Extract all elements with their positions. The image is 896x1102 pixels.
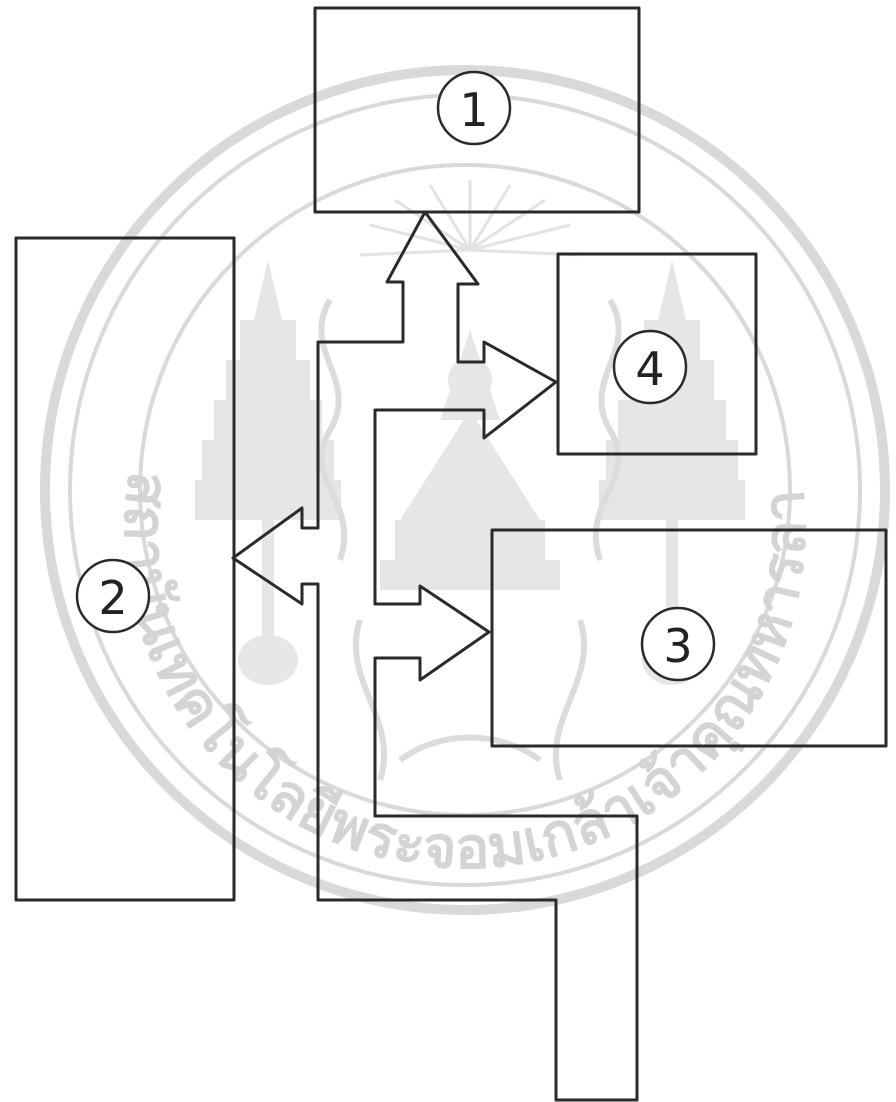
label-3: 3: [642, 608, 714, 680]
label-4-text: 4: [635, 342, 664, 396]
watermark-sun-rays: [360, 180, 580, 255]
label-2-text: 2: [98, 571, 127, 625]
label-1: 1: [438, 72, 510, 144]
label-4: 4: [614, 331, 686, 403]
label-1-text: 1: [459, 83, 488, 137]
label-2: 2: [77, 560, 149, 632]
label-3-text: 3: [663, 619, 692, 673]
